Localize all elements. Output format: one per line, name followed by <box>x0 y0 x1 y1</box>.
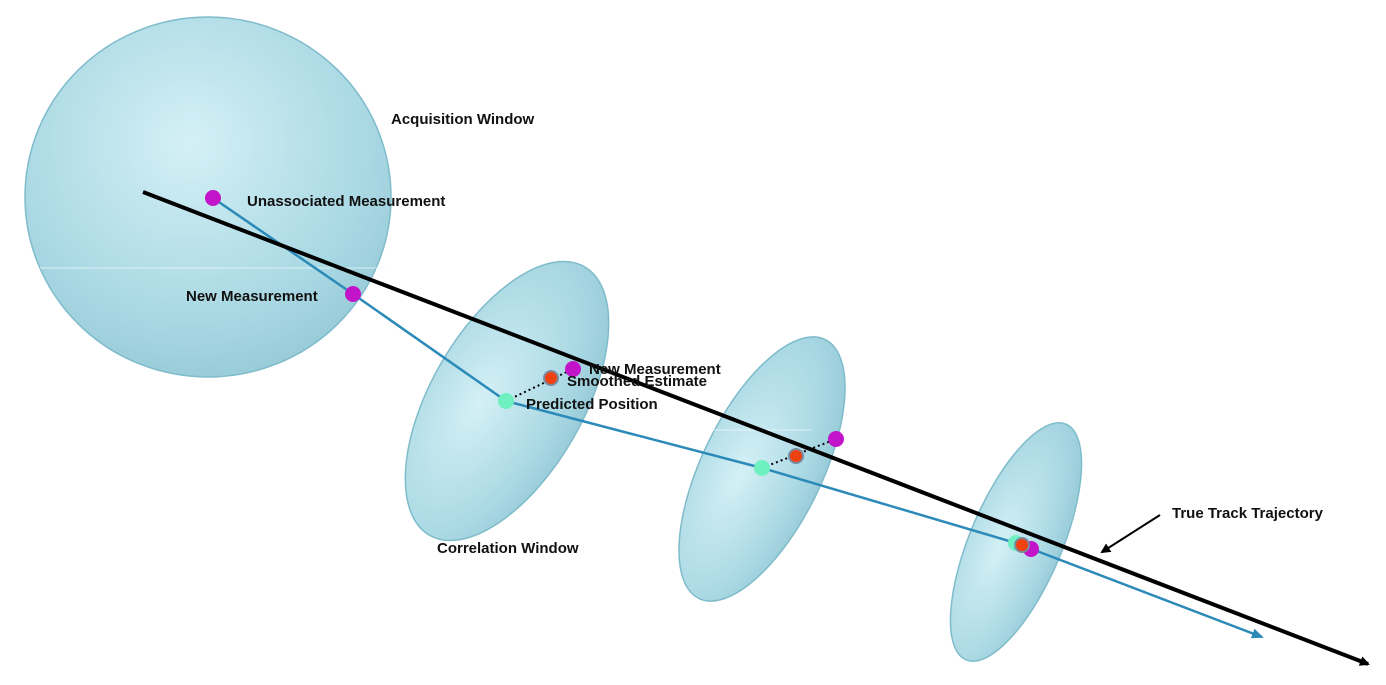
label-correlation-window: Correlation Window <box>437 540 579 557</box>
label-new-measurement-2: New Measurement <box>589 361 721 378</box>
true-track-pointer-arrow <box>1100 514 1161 554</box>
label-new-measurement-1: New Measurement <box>186 288 318 305</box>
label-unassociated-measurement: Unassociated Measurement <box>247 193 445 210</box>
predicted-position-dot-1 <box>498 393 514 409</box>
measurement-dot-new-2 <box>565 361 581 377</box>
smoothed-estimate-dot-2 <box>788 448 804 464</box>
measurement-dot-unassociated <box>205 190 221 206</box>
true-track-line <box>142 190 1370 666</box>
predicted-position-dot-2 <box>754 460 770 476</box>
label-predicted-position: Predicted Position <box>526 396 658 413</box>
label-true-track-trajectory: True Track Trajectory <box>1172 505 1324 522</box>
label-smoothed-estimate: Smoothed Estimate <box>567 373 707 390</box>
measurement-dot-new-1 <box>345 286 361 302</box>
dotted-link-2 <box>761 438 837 469</box>
measurement-dot-3 <box>828 431 844 447</box>
smoothed-estimate-dot-1 <box>543 370 559 386</box>
smoothed-estimate-dot-3 <box>1014 537 1030 553</box>
dotted-link-1 <box>505 368 574 402</box>
label-acquisition-window: Acquisition Window <box>391 111 535 128</box>
estimated-track-line <box>212 196 1264 639</box>
